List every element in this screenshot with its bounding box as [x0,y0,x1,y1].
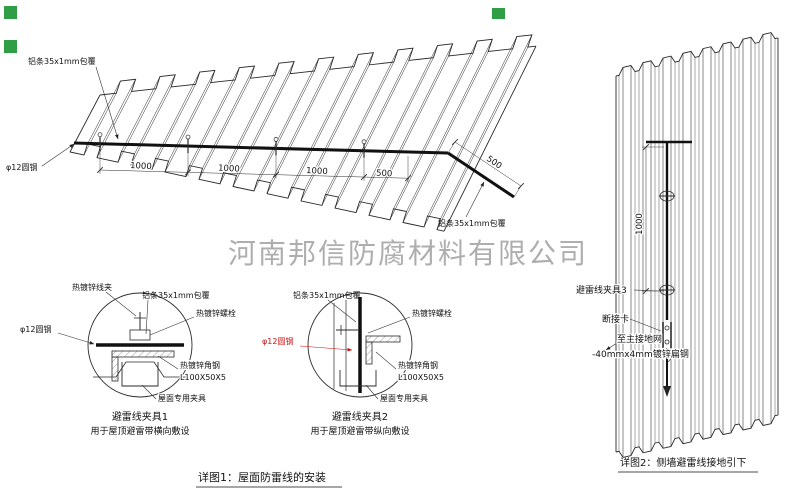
detail-1-angle-steel-leg [111,356,119,382]
detail-2-circle [307,292,413,398]
stamp-marker-3 [492,8,505,19]
d1-caption-sub: 用于屋顶避雷带横向敷设 [90,425,189,437]
dim-1000-c: 1000 [306,166,328,177]
detail-2-angle-steel-leg [365,341,373,365]
roof-round-steel-label: φ12圆钢 [6,162,37,172]
title-detail-2: 详图2：侧墙避雷线接地引下 [620,456,746,469]
detail-1-wire-clamp [129,329,151,341]
wall-corrugated-panel [615,32,779,458]
dim-500-edge: 500 [484,154,503,171]
d1-angle-spec-label: L100X50X5 [180,373,226,382]
wall-clamp3-label: 避雷线夹具3 [576,284,627,296]
d1-al-strip-label: 铝条35x1mm包覆 [142,290,210,300]
dim-500: 500 [376,169,393,180]
d1-wire-clamp-label: 热镀锌线夹 [72,282,112,292]
d2-bolt-label: 热镀锌螺栓 [412,308,452,318]
wall-flat-steel-label: -40mmx4mm镀锌扁钢 [592,348,689,360]
d2-roof-clamp-label: 屋面专用夹具 [380,393,428,403]
detail-1-roof-rib-profile [93,361,186,378]
roof-al-strip-label-right: 铝条35x1mm包覆 [438,218,506,228]
stamp-marker-2 [4,40,17,53]
leader-clamp3 [633,289,659,292]
wall-down-conductor [642,140,692,397]
roof-leader-lines [41,66,485,218]
wall-leader-lines [605,289,677,363]
leader-al-strip-top [95,66,119,140]
detail-1-roof-clamp-bracket [121,362,159,387]
wall-disconnect-label: 断接卡 [602,313,629,325]
d1-bolt-label: 热镀锌螺栓 [196,308,236,318]
detail-1-leaders [57,291,195,400]
d2-round-steel-label: φ12圆钢 [262,336,293,346]
roof-isometric-corrugated-sheet [69,34,537,232]
leader-al-strip-right [465,181,485,218]
d1-round-steel-label: φ12圆钢 [20,324,51,334]
d1-caption-title: 避雷线夹具1 [112,410,168,423]
d2-angle-spec-label: L100X50X5 [398,373,444,382]
detail-2-roof-clamp-bracket [339,370,377,387]
d1-angle-steel-label: 热镀锌角钢 [180,360,220,370]
wall-to-ground-label: 至主接地网 [617,333,662,345]
d2-angle-steel-label: 热镀锌角钢 [398,360,438,370]
leader-to-ground-arrow [605,342,618,351]
leader-flat-steel [667,352,677,363]
leader-round-steel [41,143,75,167]
detail-2-leaders [299,299,411,400]
d2-caption-sub: 用于屋顶避雷带纵向敷设 [310,425,409,437]
dim-1000-b: 1000 [218,164,240,175]
detail-1-circle [87,292,193,398]
detail-circle-1 [57,291,195,400]
detail-2-angle-steel-flange [365,335,401,343]
stamp-marker-1 [4,6,17,19]
company-watermark: 河南邦信防腐材料有限公司 [228,237,588,270]
title-detail-1: 详图1：屋面防雷线的安装 [198,470,326,484]
dim-1000-a: 1000 [130,161,152,172]
d1-roof-clamp-label: 屋面专用夹具 [158,393,206,403]
roof-al-strip-label-top: 铝条35x1mm包覆 [28,56,96,66]
roof-dimension-chain [96,138,525,198]
detail-circle-2 [299,292,413,400]
leader-disconnect [629,318,662,332]
d2-al-strip-label: 铝条35x1mm包覆 [293,290,361,300]
detail-1-angle-steel-flange [111,350,175,358]
d2-caption-title: 避雷线夹具2 [332,410,388,423]
wall-dim-1000: 1000 [635,213,645,235]
